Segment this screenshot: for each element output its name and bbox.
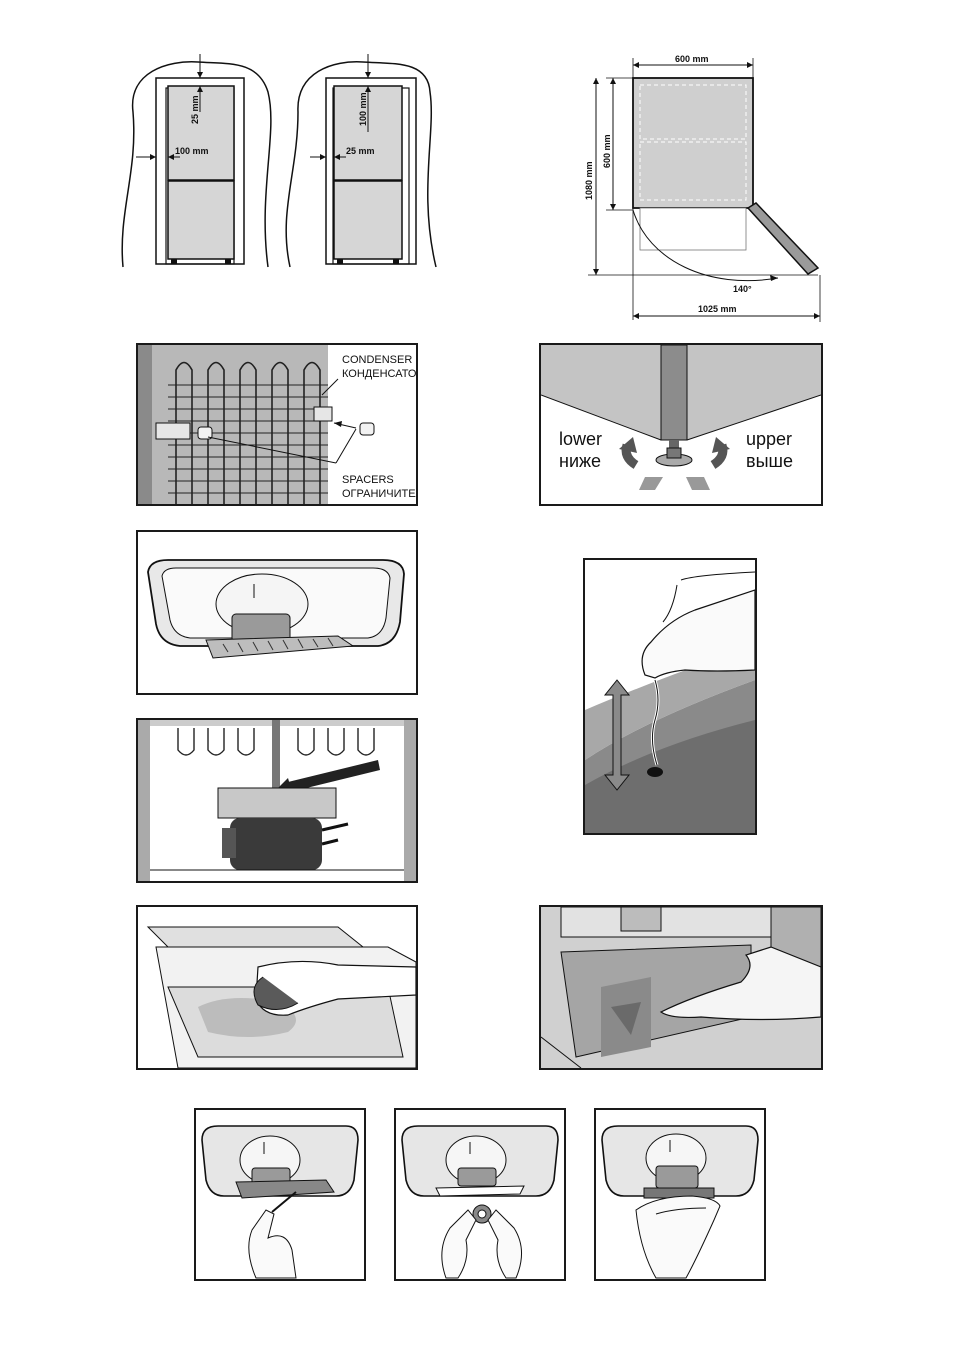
condenser-label: CONDENSER: [342, 354, 412, 366]
dim-depth: 600 mm: [602, 134, 612, 168]
foot-upper-label-ru: выше: [746, 451, 793, 471]
dim-angle: 140°: [733, 284, 752, 294]
bulb-step-3-panel: [594, 1108, 766, 1281]
dimensions-diagram: 600 mm 600 mm 1080 mm 140° 1025 mm: [578, 50, 828, 325]
clearance-left-side-gap: 100 mm: [175, 146, 209, 156]
dim-height: 1080 mm: [584, 161, 594, 200]
condenser-spacers-panel: CONDENSER КОНДЕНСАТОР SPACERS ОГРАНИЧИТЕ…: [136, 343, 418, 506]
bulb-step-1-panel: [194, 1108, 366, 1281]
clearance-left-top-gap: 25 mm: [190, 95, 200, 124]
clearance-left-top: 25 mm: [190, 95, 200, 124]
light-cover-panel: [136, 530, 418, 695]
adjustable-foot-panel: lower ниже upper выше: [539, 343, 823, 506]
foot-lower-label: lower: [559, 429, 602, 449]
foot-upper-label: upper: [746, 429, 792, 449]
clearance-diagram: 25 mm 100 mm 100 mm 25 mm: [118, 52, 448, 270]
spacers-label: SPACERS: [342, 474, 394, 486]
compressor-panel: [136, 718, 418, 883]
removing-drawer-panel: [539, 905, 823, 1070]
dim-open-depth: 1025 mm: [698, 304, 737, 314]
condenser-label-ru: КОНДЕНСАТОР: [342, 368, 416, 380]
clearance-right-top-gap: 100 mm: [358, 92, 368, 126]
drain-cleaning-panel: [583, 558, 757, 835]
foot-lower-label-ru: ниже: [559, 451, 601, 471]
clearance-right-side-gap: 25 mm: [346, 146, 375, 156]
dim-width: 600 mm: [675, 54, 709, 64]
spacers-label-ru: ОГРАНИЧИТЕЛЬ: [342, 488, 416, 500]
cleaning-interior-panel: [136, 905, 418, 1070]
bulb-step-2-panel: [394, 1108, 566, 1281]
